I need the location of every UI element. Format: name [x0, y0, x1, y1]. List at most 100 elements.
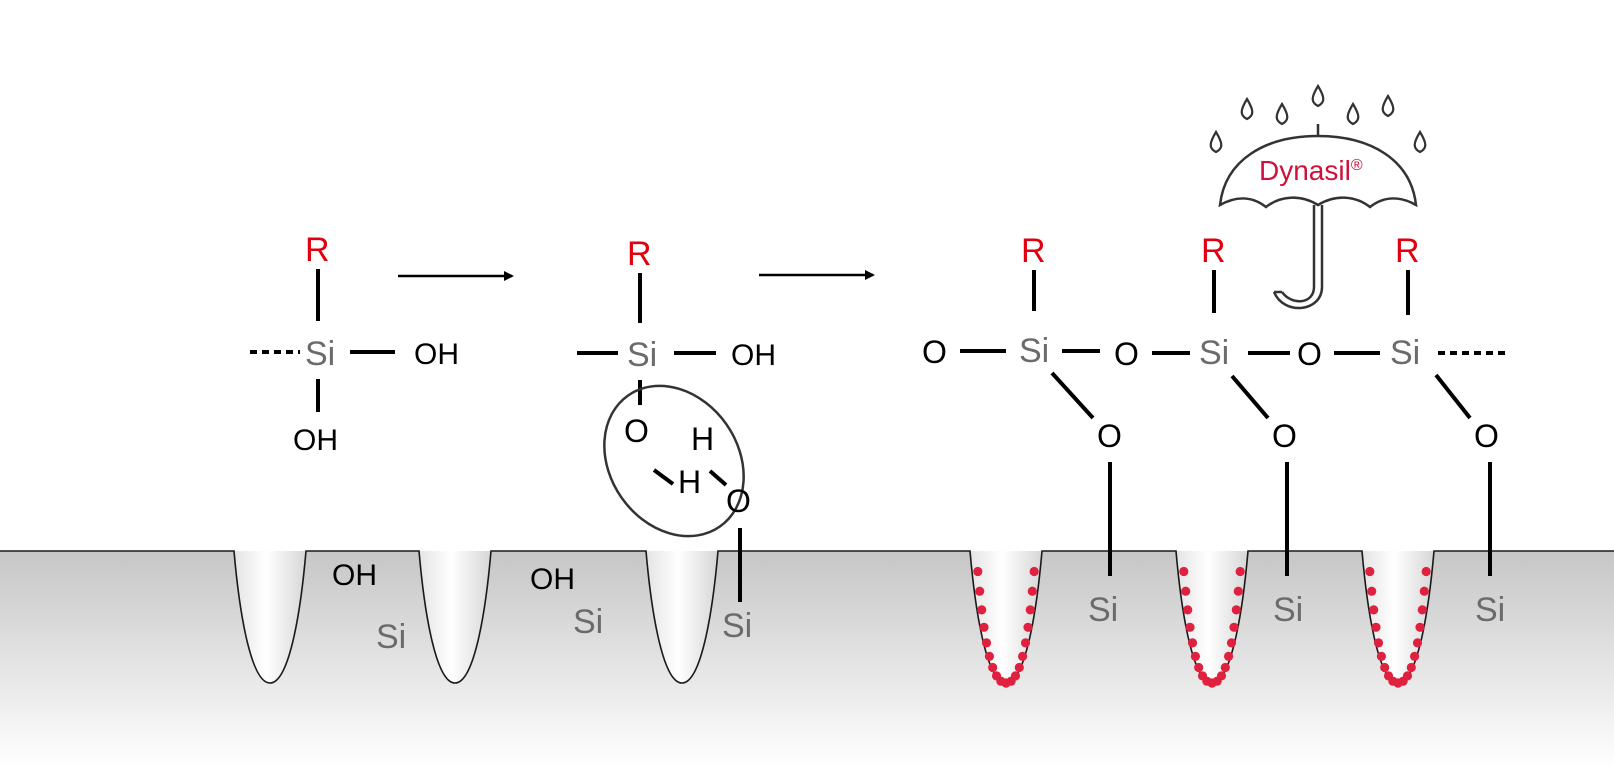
stage3-si-2: Si: [1199, 334, 1229, 372]
surface-si-label-4: Si: [1088, 591, 1118, 629]
pore-coating-dot: [975, 586, 985, 596]
pore-3: [646, 551, 718, 683]
surface-si-label-2: Si: [573, 603, 603, 641]
surface-si-label-6: Si: [1475, 591, 1505, 629]
stage2-bond-o-h: [652, 468, 675, 486]
pore-1: [234, 551, 306, 683]
stage1-si: Si: [305, 335, 335, 373]
raindrop-icon: [1311, 83, 1325, 108]
stage2-r-group: R: [627, 235, 652, 273]
pore-coating-dot: [1421, 566, 1431, 577]
stage3-r-group-2: R: [1201, 232, 1226, 270]
substrate: [0, 550, 1614, 767]
pore-coating-dot: [1010, 671, 1021, 681]
raindrop-icon: [1381, 93, 1395, 118]
pore-coating-dot: [1229, 622, 1239, 632]
pore-coating-dot: [1014, 662, 1024, 673]
stage3-bond-si3-o-down: [1434, 373, 1472, 420]
pore-coating-dot: [1406, 662, 1416, 673]
pore-coating-dot: [984, 651, 995, 662]
pore-coating-dot: [1380, 662, 1390, 673]
pore-dot-coatings: [973, 566, 1431, 688]
umbrella-handle: [1272, 205, 1324, 310]
pore-2: [419, 551, 491, 683]
umbrella-brand-label: Dynasil®: [1259, 155, 1363, 186]
stage2-o-silanol: O: [624, 413, 649, 449]
pore-coating-dot: [1027, 586, 1037, 596]
pore-coating-dot: [1194, 662, 1204, 673]
pore-6: [1362, 551, 1434, 683]
umbrella-icon: Dynasil®: [1218, 124, 1418, 310]
pore-coating-dot: [1376, 651, 1386, 662]
pore-coating-dot: [1373, 638, 1384, 648]
pore-coating-dot: [981, 638, 992, 648]
pore-coating-dot: [1410, 651, 1420, 662]
stage3-bond-si1-o-down: [1050, 371, 1095, 420]
pore-coating-dot: [1216, 671, 1227, 681]
surface-oh-label-1: OH: [332, 559, 377, 592]
raindrop-icon: [1346, 101, 1360, 126]
raindrop-icons: [1209, 83, 1427, 154]
pore-coating-dot: [1231, 605, 1241, 615]
stage3-o-bridge-1: O: [1114, 336, 1139, 372]
pore-coating-dot: [1367, 586, 1377, 596]
pore-coating-dot: [1415, 622, 1425, 632]
pore-coating-dot: [1181, 586, 1191, 596]
pore-coating-dot: [1179, 566, 1189, 577]
substrate-surface-line: [0, 550, 1614, 684]
pore-coating-dot: [1233, 586, 1243, 596]
umbrella-canopy: [1218, 134, 1418, 209]
stage3-o-down-3: O: [1474, 418, 1499, 454]
pore-coating-dot: [1185, 622, 1195, 632]
pore-coating-dot: [1369, 605, 1379, 615]
raindrop-icon: [1240, 96, 1254, 121]
raindrop-icon: [1413, 129, 1427, 154]
surface-si-label-3: Si: [722, 607, 752, 645]
stage1-oh-right: OH: [414, 338, 459, 371]
pore-coating-dot: [1020, 638, 1031, 648]
pore-coating-dot: [1417, 605, 1427, 615]
surface-si-label-5: Si: [1273, 591, 1303, 629]
pore-coating-dot: [1190, 651, 1200, 662]
pore-interiors: [234, 551, 1434, 683]
surface-si-label-1: Si: [376, 618, 406, 656]
pore-coating-dot: [979, 622, 989, 632]
stage3-si-1: Si: [1019, 332, 1049, 370]
stage2-bond-h-o: [708, 469, 728, 487]
pore-coating-dot: [1402, 671, 1413, 681]
stage-3-siloxane-network: O R Si O O R Si O O R Si O: [922, 232, 1510, 576]
pore-coating-dot: [1412, 638, 1423, 648]
stage2-si: Si: [627, 336, 657, 374]
stage3-o-down-1: O: [1097, 418, 1122, 454]
stage3-o-bridge-2: O: [1297, 336, 1322, 372]
stage3-si-3: Si: [1390, 334, 1420, 372]
pore-coating-dot: [1183, 605, 1193, 615]
pore-coating-dot: [1220, 662, 1230, 673]
stage-2-hydrogen-bonding: R Si OH O H H O: [577, 235, 776, 602]
pore-5: [1176, 551, 1248, 683]
pore-coating-dot: [1025, 605, 1035, 615]
stage3-bond-si2-o-down: [1230, 374, 1270, 420]
pore-4: [970, 551, 1042, 683]
pore-coating-dot: [1018, 651, 1028, 662]
stage3-o-down-2: O: [1272, 418, 1297, 454]
pore-coating-dot: [1371, 622, 1381, 632]
pore-coating-dot: [1029, 566, 1039, 577]
pore-coating-dot: [1224, 651, 1234, 662]
stage3-r-group-3: R: [1395, 232, 1420, 270]
pore-coating-dot: [1226, 638, 1237, 648]
pore-coating-dot: [1023, 622, 1033, 632]
pore-coating-dot: [977, 605, 987, 615]
stage3-r-group-1: R: [1021, 232, 1046, 270]
pore-coating-dot: [1419, 586, 1429, 596]
stage2-oh-right: OH: [731, 339, 776, 372]
pore-coating-dot: [1235, 566, 1245, 577]
stage3-o-left-end: O: [922, 334, 947, 370]
raindrop-icon: [1275, 101, 1289, 126]
hydrogen-bond-highlight: [603, 384, 745, 538]
stage2-o-surface: O: [726, 483, 751, 519]
stage-1-silanol: R Si OH OH: [250, 231, 459, 457]
stage2-h-lower: H: [678, 464, 701, 500]
substrate-body: [0, 551, 1614, 767]
